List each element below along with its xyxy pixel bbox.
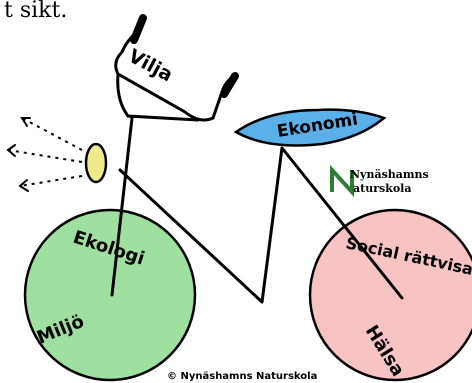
seat	[233, 108, 387, 147]
steering-column	[110, 116, 134, 297]
handlebar-grip-right	[220, 72, 239, 98]
arrowhead-lower	[18, 179, 29, 192]
logo-line-1: Nynäshamns	[350, 168, 429, 181]
handlebar-lower	[116, 72, 200, 122]
chain-stay	[280, 146, 404, 300]
lamp	[84, 142, 108, 184]
label-vilja: Vilja	[125, 45, 177, 86]
light-ray-arrowheads	[6, 117, 31, 192]
light-ray-lower	[19, 175, 83, 187]
handlebar-grip-left	[130, 14, 147, 44]
logo-line-2: aturskola	[353, 182, 411, 195]
arrowhead-middle	[6, 144, 16, 157]
down-tube	[118, 168, 264, 304]
front-wheel	[23, 208, 197, 382]
light-ray-upper	[21, 117, 83, 151]
seat-tube	[260, 146, 284, 304]
light-ray-middle	[7, 149, 83, 163]
school-logo: Nynäshamns aturskola	[330, 164, 429, 198]
bicycle-frame	[110, 116, 404, 304]
logo-initial-n	[330, 164, 354, 198]
arrowhead-upper	[20, 117, 31, 127]
light-rays	[7, 117, 83, 187]
partial-caption: t sikt.	[4, 0, 68, 23]
rear-wheel	[308, 208, 472, 382]
copyright-notice: © Nynäshamns Naturskola	[167, 371, 317, 382]
